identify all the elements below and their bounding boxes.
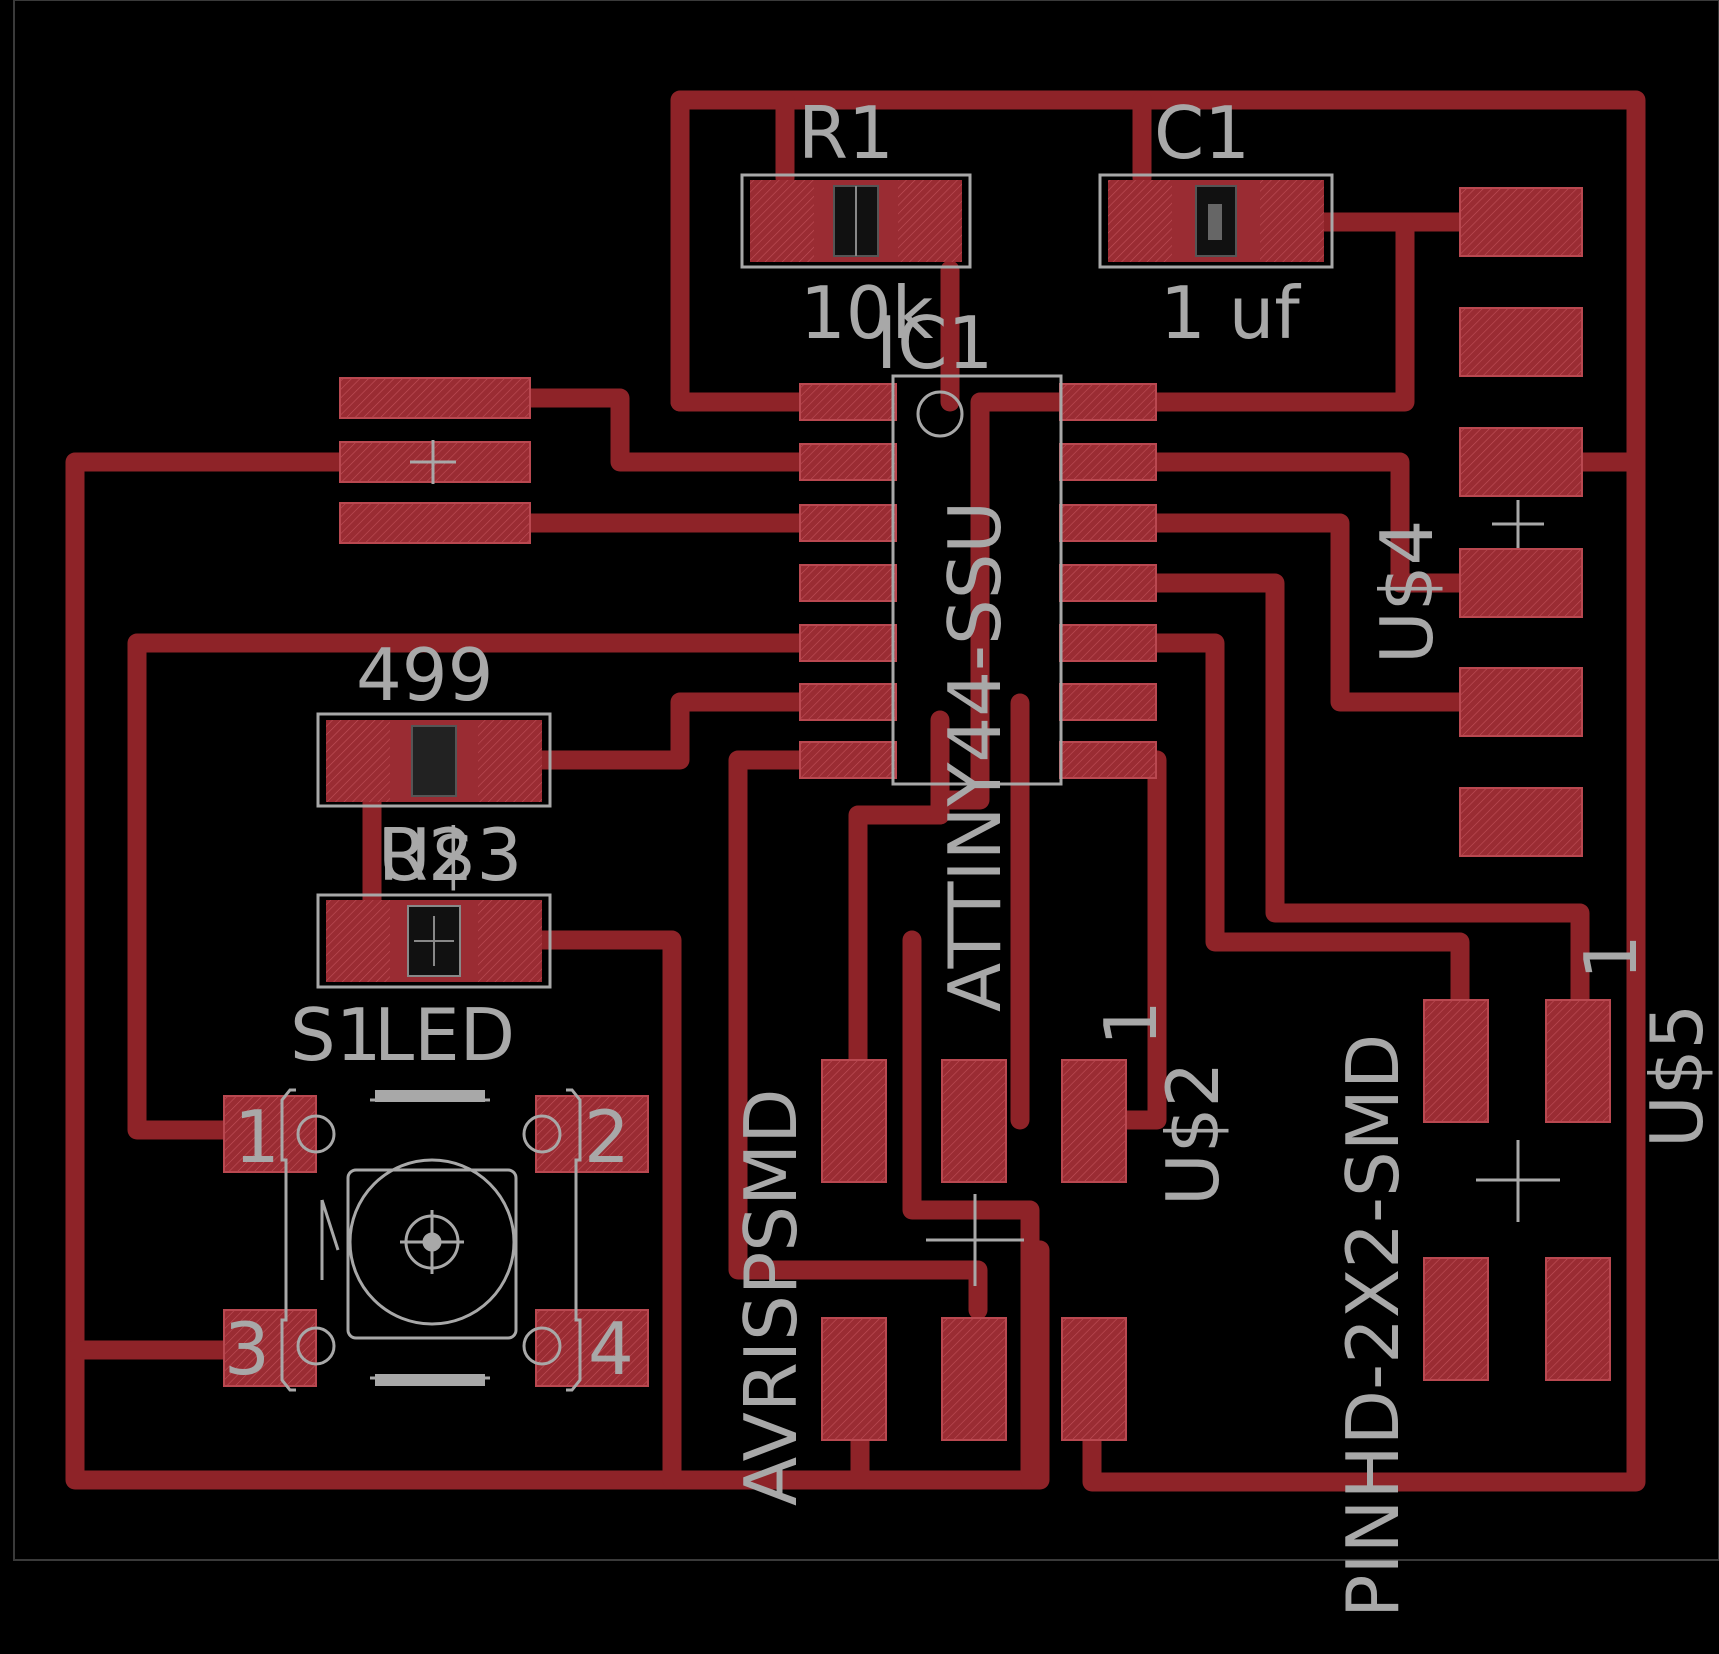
u4-name: U$4 [1365, 520, 1449, 664]
s1-name: S1 [290, 993, 382, 1077]
silkscreen [280, 374, 1560, 1392]
switch-pin4-label: 4 [588, 1307, 634, 1391]
header-pad-3 [339, 502, 531, 544]
avrisp-pad-6 [1061, 1317, 1127, 1441]
u2-pin1: 1 [1089, 1000, 1173, 1046]
u5-pad-4 [1545, 1257, 1611, 1381]
header-pad-1 [339, 377, 531, 419]
ic1-pad-7 [799, 741, 897, 779]
switch-pad-1 [223, 1095, 317, 1173]
ic1-part: ATTINY44-SSU [933, 501, 1017, 1012]
avrisp-pad-4 [821, 1317, 887, 1441]
tact-switch [280, 1088, 582, 1392]
u5-pad-1 [1423, 999, 1489, 1123]
u4-pad-3 [1459, 427, 1583, 497]
ic1-pad-6 [799, 683, 897, 721]
board-outline [13, 0, 1719, 1561]
ic1-pin1-marker [916, 390, 964, 438]
smd-pads [223, 187, 1611, 1441]
ic1-pad-3 [799, 504, 897, 542]
ic1-name: IC1 [876, 301, 993, 385]
ic1-pad-8 [1059, 741, 1157, 779]
copper-traces [65, 90, 1646, 1492]
ic1-pad-14 [1059, 383, 1157, 421]
avrisp-pad-3 [1061, 1059, 1127, 1183]
u5-pin1: 1 [1569, 934, 1653, 980]
u4-pad-4 [1459, 548, 1583, 618]
ic1-outline [891, 374, 1063, 786]
u5-name: U$5 [1635, 1004, 1719, 1148]
ic1-pad-12 [1059, 504, 1157, 542]
ic1-pad-13 [1059, 443, 1157, 481]
ic1-pad-11 [1059, 564, 1157, 602]
r1-value: 10k [800, 271, 934, 355]
u5-pad-3 [1423, 1257, 1489, 1381]
c1-value: 1 uf [1160, 271, 1301, 355]
avrisp-pad-5 [941, 1317, 1007, 1441]
u4-pad-1 [1459, 187, 1583, 257]
c1-name: C1 [1154, 91, 1250, 175]
r1-name: R1 [798, 91, 894, 175]
u4-pad-5 [1459, 667, 1583, 737]
switch-pad-3 [223, 1309, 317, 1387]
r2-value: 499 [356, 633, 493, 717]
switch-pin3-label: 3 [224, 1307, 270, 1391]
r2-name: R2 [378, 813, 474, 897]
u5-pad-2 [1545, 999, 1611, 1123]
ic1-pad-1 [799, 383, 897, 421]
ic1-pad-4 [799, 564, 897, 602]
passive-components [316, 173, 1334, 989]
led-name: LED [374, 993, 515, 1077]
u3-name: U$3 [378, 813, 522, 897]
u2-name: U$2 [1151, 1062, 1235, 1206]
pinhd-part: PINHD-2X2-SMD [1331, 1034, 1415, 1618]
avrisp-part: AVRISPSMD [729, 1088, 813, 1506]
ic1-pad-5 [799, 624, 897, 662]
u4-pad-6 [1459, 787, 1583, 857]
silkscreen-labels: R1 10k C1 1 uf IC1 ATTINY44-SSU 499 R2 U… [224, 91, 1719, 1618]
avrisp-pad-1 [821, 1059, 887, 1183]
avrisp-pad-2 [941, 1059, 1007, 1183]
switch-pad-2 [535, 1095, 649, 1173]
switch-pad-4 [535, 1309, 649, 1387]
ic1-pad-2 [799, 443, 897, 481]
ic1-pad-9 [1059, 683, 1157, 721]
u4-pad-2 [1459, 307, 1583, 377]
switch-pin2-label: 2 [584, 1095, 630, 1179]
switch-pin1-label: 1 [234, 1095, 280, 1179]
ic1-pad-10 [1059, 624, 1157, 662]
